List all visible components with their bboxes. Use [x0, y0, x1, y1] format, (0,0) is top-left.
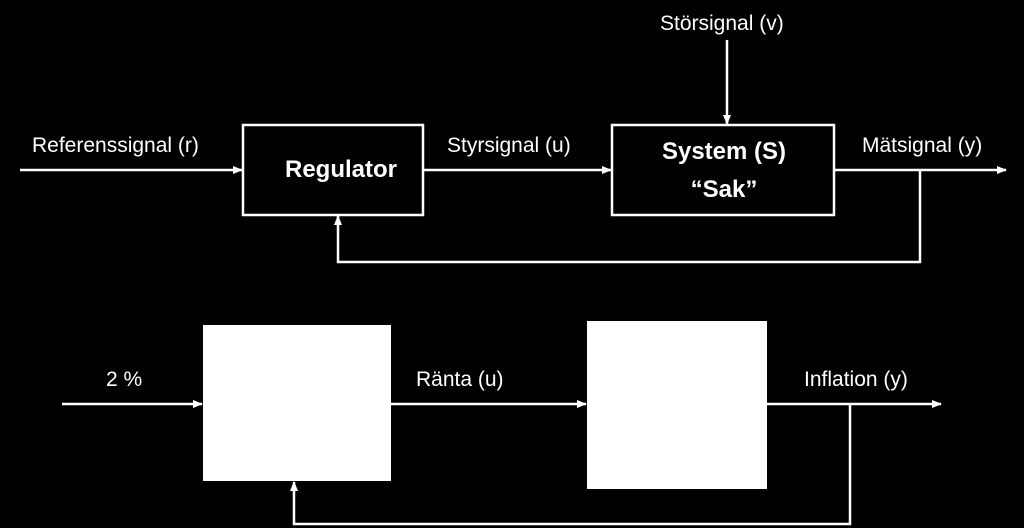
reference-value-label: 2 %	[106, 368, 142, 391]
measurement-signal-label: Mätsignal (y)	[862, 134, 982, 157]
top-diagram	[20, 40, 1007, 264]
bottom-diagram	[62, 400, 942, 526]
system-sublabel: “Sak”	[691, 176, 758, 203]
bottom-feedback-path	[290, 404, 852, 526]
feedback-path	[334, 170, 922, 264]
control-signal-label: Styrsignal (u)	[447, 134, 571, 157]
inflation-label: Inflation (y)	[804, 368, 908, 391]
reference-signal-label: Referenssignal (r)	[32, 134, 199, 157]
interest-rate-label: Ränta (u)	[416, 368, 504, 391]
disturbance-signal-label: Störsignal (v)	[660, 12, 784, 35]
regulator-block-filled	[203, 325, 391, 481]
regulator-label: Regulator	[285, 156, 397, 183]
system-label: System (S)	[662, 138, 786, 165]
system-block-filled	[587, 321, 767, 489]
